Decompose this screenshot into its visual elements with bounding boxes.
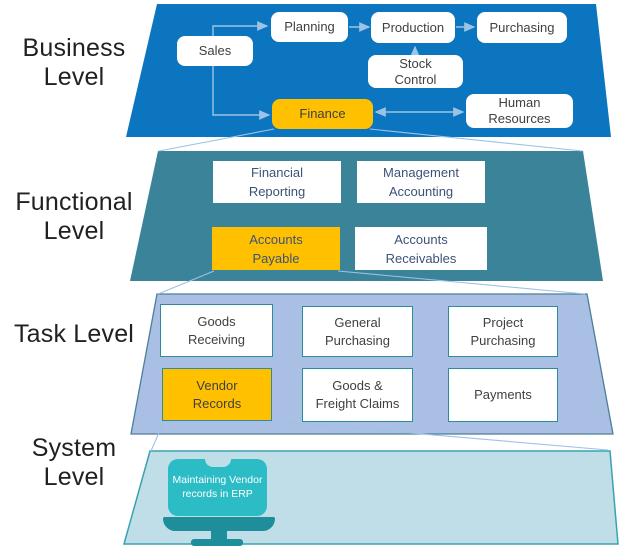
monitor-stand-foot (191, 539, 243, 546)
payments-box: Payments (448, 368, 558, 422)
accounts-payable-box: Accounts Payable (212, 227, 340, 270)
monitor-stand-stem (211, 529, 227, 540)
system-level-label: System Level (31, 434, 117, 491)
monitor-stand-base (163, 517, 275, 531)
task-level-label: Task Level (13, 320, 135, 348)
erp-task-label: Maintaining Vendor records in ERP (172, 474, 263, 500)
goods-receiving-box: Goods Receiving (160, 304, 273, 357)
management-accounting-box: Management Accounting (357, 161, 485, 203)
financial-reporting-box: Financial Reporting (213, 161, 341, 203)
level-connector-lines (150, 128, 609, 452)
goods-freight-claims-box: Goods & Freight Claims (302, 368, 413, 422)
vendor-records-box: Vendor Records (162, 368, 272, 421)
business-level-label: Business Level (22, 34, 126, 91)
finance-box: Finance (272, 99, 373, 129)
purchasing-box: Purchasing (477, 12, 567, 43)
sales-box: Sales (177, 36, 253, 66)
human-resources-box: Human Resources (466, 94, 573, 128)
accounts-receivables-box: Accounts Receivables (355, 227, 487, 270)
production-box: Production (371, 12, 455, 43)
monitor-notch (205, 459, 231, 467)
business-flow-arrows (212, 21, 476, 120)
stock-control-box: Stock Control (368, 55, 463, 88)
functional-level-label: Functional Level (15, 188, 133, 245)
general-purchasing-box: General Purchasing (302, 306, 413, 357)
project-purchasing-box: Project Purchasing (448, 306, 558, 357)
planning-box: Planning (271, 12, 348, 42)
monitor-screen: Maintaining Vendor records in ERP (168, 459, 267, 516)
